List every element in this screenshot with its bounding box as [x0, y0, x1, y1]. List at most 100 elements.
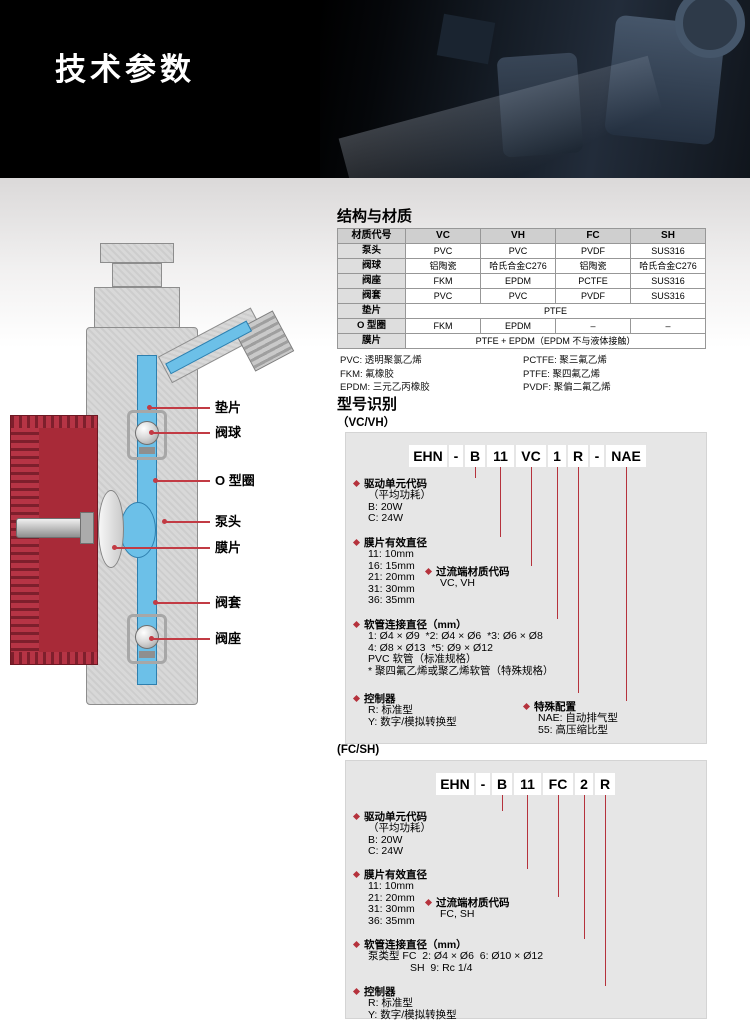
- item-title: 控制器: [364, 986, 396, 998]
- item-line: 36: 35mm: [368, 594, 415, 606]
- model-item-hose-diameter: 软管连接直径（mm） 泵类型 FC 2: Ø4 × Ø6 6: Ø10 × Ø1…: [352, 939, 544, 974]
- item-line: C: 24W: [368, 512, 404, 524]
- connector-line: [605, 795, 606, 986]
- valve-housing-top: [127, 410, 167, 460]
- diamond-bullet-icon: [352, 539, 361, 547]
- item-line: 21: 20mm: [368, 891, 415, 904]
- model-item-drive-unit: 驱动单元代码 （平均功耗） B: 20W C: 24W: [352, 478, 431, 525]
- cell: PVC: [480, 288, 556, 304]
- page-banner: 技术参数: [0, 0, 750, 178]
- leader-line: [152, 432, 210, 434]
- cell: PVC: [480, 243, 556, 259]
- cell: –: [630, 318, 706, 334]
- note-line: PTFE: 聚四氟乙烯: [523, 368, 601, 380]
- diamond-bullet-icon: [522, 703, 531, 711]
- item-title: 驱动单元代码: [364, 478, 427, 490]
- connector-line: [531, 467, 532, 566]
- item-title: 特殊配置: [534, 701, 576, 713]
- item-line: 31: 30mm: [368, 582, 415, 595]
- model-item-wetted-material: 过流端材质代码 VC, VH: [424, 566, 510, 590]
- item-title: 膜片有效直径: [364, 537, 427, 549]
- cell: 哈氏合金C276: [480, 258, 556, 274]
- connector-line: [558, 795, 559, 897]
- cell: PVC: [405, 288, 481, 304]
- row-label: 膜片: [337, 333, 406, 349]
- materials-row: 膜片 PTFE + EPDM（EPDM 不与液体接触）: [337, 333, 706, 349]
- item-line: （平均功耗）: [368, 822, 431, 834]
- connector-line: [557, 467, 558, 619]
- model-code-segment: B: [492, 773, 512, 795]
- machinery-photo: [320, 0, 750, 178]
- leader-dot: [162, 519, 167, 524]
- shaft-collar: [80, 512, 94, 544]
- col-header: SH: [630, 228, 706, 244]
- cell-merged: PTFE + EPDM（EPDM 不与液体接触）: [405, 333, 706, 349]
- leader-line: [115, 547, 210, 549]
- cell: SUS316: [630, 288, 706, 304]
- col-header: VC: [405, 228, 481, 244]
- note-line: EPDM: 三元乙丙橡胶: [340, 382, 430, 393]
- materials-table: 材质代号 VC VH FC SH 泵头 PVC PVC PVDF SUS316 …: [337, 228, 706, 349]
- diamond-bullet-icon: [352, 480, 361, 488]
- valve-seat-bottom: [139, 651, 155, 658]
- diamond-bullet-icon: [352, 813, 361, 821]
- diamond-bullet-icon: [352, 695, 361, 703]
- model-box-vcvh: EHN - B 11 VC 1 R - NAE 驱动单元代码 （平均功耗） B:…: [345, 432, 707, 744]
- model-code-segment: B: [465, 445, 485, 467]
- col-header: 材质代号: [337, 228, 406, 244]
- item-line: 36: 35mm: [368, 914, 415, 927]
- model-code-segment: 1: [548, 445, 566, 467]
- leader-line: [165, 521, 210, 523]
- item-title: 过流端材质代码: [436, 566, 510, 578]
- materials-row: 阀球 铝陶瓷 哈氏合金C276 铝陶瓷 哈氏合金C276: [337, 258, 706, 274]
- diagram-label-valve-ball: 阀球: [215, 425, 242, 440]
- col-header: FC: [555, 228, 631, 244]
- material-notes-right: PCTFE: 聚三氟乙烯 PTFE: 聚四氟乙烯 PVDF: 聚偏二氟乙烯: [523, 354, 611, 395]
- materials-row: 泵头 PVC PVC PVDF SUS316: [337, 243, 706, 259]
- row-label: 泵头: [337, 243, 406, 259]
- item-line: 16: 15mm: [368, 559, 415, 572]
- diamond-bullet-icon: [352, 871, 361, 879]
- leader-line: [156, 602, 210, 604]
- connector-line: [584, 795, 585, 939]
- model-box-fcsh: EHN - B 11 FC 2 R 驱动单元代码 （平均功耗） B: 20W C…: [345, 760, 707, 1021]
- leader-dot: [149, 430, 154, 435]
- item-line: R: 标准型: [368, 704, 413, 716]
- connector-line: [475, 467, 476, 478]
- model-item-special-config: 特殊配置 NAE: 自动排气型 55: 高压缩比型: [522, 701, 618, 736]
- item-title: 驱动单元代码: [364, 811, 427, 823]
- col-header: VH: [480, 228, 556, 244]
- cell: PVDF: [555, 243, 631, 259]
- item-title: 膜片有效直径: [364, 869, 427, 881]
- pump-top-cap: [100, 243, 174, 263]
- model-code-segment: EHN: [436, 773, 474, 795]
- model-item-controller: 控制器 R: 标准型 Y: 数字/模拟转换型: [352, 986, 457, 1021]
- materials-row: 阀套 PVC PVC PVDF SUS316: [337, 288, 706, 304]
- item-line: 21: 20mm: [368, 571, 415, 583]
- materials-row: O 型圈 FKM EPDM – –: [337, 318, 706, 334]
- pump-top-block: [94, 287, 180, 329]
- model-item-diaphragm-diameter: 膜片有效直径 11: 10mm 16: 15mm 21: 20mm 31: 30…: [352, 537, 427, 607]
- diagram-label-pump-head: 泵头: [215, 514, 242, 529]
- cell: EPDM: [480, 318, 556, 334]
- leader-dot: [112, 545, 117, 550]
- item-line: B: 20W: [368, 500, 403, 513]
- pump-top-neck: [112, 263, 162, 287]
- item-line: SH 9: Rc 1/4: [410, 961, 473, 974]
- model-code-segment: -: [449, 445, 463, 467]
- model-code-segment: EHN: [409, 445, 447, 467]
- diamond-bullet-icon: [424, 899, 433, 907]
- page-title: 技术参数: [55, 52, 195, 87]
- connector-line: [500, 467, 501, 537]
- item-title: 过流端材质代码: [436, 897, 510, 909]
- model-code-segment: 2: [575, 773, 593, 795]
- model-item-controller: 控制器 R: 标准型 Y: 数字/模拟转换型: [352, 693, 457, 728]
- item-line: PVC 软管（标准规格）: [368, 653, 477, 665]
- model-item-hose-diameter: 软管连接直径（mm） 1: Ø4 × Ø9 *2: Ø4 × Ø6 *3: Ø6…: [352, 619, 554, 677]
- item-line: 泵类型 FC 2: Ø4 × Ø6 6: Ø10 × Ø12: [368, 950, 544, 962]
- connector-line: [527, 795, 528, 869]
- leader-dot: [153, 600, 158, 605]
- leader-dot: [149, 636, 154, 641]
- leader-line: [156, 480, 210, 482]
